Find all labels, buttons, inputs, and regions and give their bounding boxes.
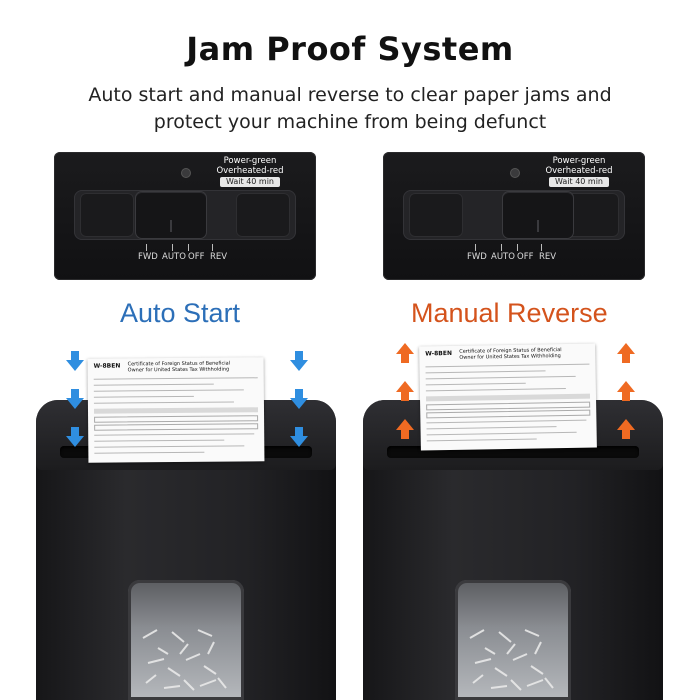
- label-off: OFF: [517, 252, 534, 262]
- document-sheet-auto: W-8BEN Certificate of Foreign Status of …: [87, 357, 265, 463]
- indicator-legend: Power-green Overheated-red Wait 40 min: [523, 156, 635, 187]
- arrow-up-icon: [617, 343, 635, 363]
- arrow-down-icon: [66, 427, 84, 447]
- headline: Jam Proof System: [186, 30, 514, 68]
- arrow-down-icon: [66, 389, 84, 409]
- label-auto: AUTO: [491, 252, 515, 262]
- status-led-icon: [182, 169, 190, 177]
- arrow-up-icon: [617, 381, 635, 401]
- subheadline-line-2: protect your machine from being defunct: [153, 111, 547, 133]
- indicator-legend: Power-green Overheated-red Wait 40 min: [194, 156, 306, 187]
- label-fwd: FWD: [467, 252, 487, 262]
- indicator-power: Power-green: [552, 156, 606, 166]
- label-rev: REV: [210, 252, 228, 262]
- switch-segment-fwd: [80, 193, 134, 237]
- arrow-down-icon: [290, 351, 308, 371]
- mode-switch[interactable]: [74, 190, 296, 240]
- control-panel-auto: Power-green Overheated-red Wait 40 min F…: [54, 152, 316, 280]
- label-auto: AUTO: [162, 252, 186, 262]
- switch-segment-rev: [236, 193, 290, 237]
- indicator-wait: Wait 40 min: [549, 177, 609, 187]
- indicator-wait: Wait 40 min: [220, 177, 280, 187]
- indicator-overheat: Overheated-red: [216, 166, 284, 176]
- bin-window: [455, 580, 571, 700]
- arrow-up-icon: [617, 419, 635, 439]
- form-number: W-8BEN: [93, 362, 121, 370]
- subheadline: Auto start and manual reverse to clear p…: [60, 82, 640, 136]
- switch-knob[interactable]: [136, 192, 206, 238]
- form-title: Certificate of Foreign Status of Benefic…: [459, 347, 562, 361]
- status-led-icon: [511, 169, 519, 177]
- arrow-down-icon: [290, 389, 308, 409]
- document-sheet-reverse: W-8BEN Certificate of Foreign Status of …: [419, 343, 597, 451]
- arrow-up-icon: [396, 419, 414, 439]
- label-rev: REV: [539, 252, 557, 262]
- arrow-down-icon: [66, 351, 84, 371]
- arrow-up-icon: [396, 381, 414, 401]
- arrow-up-icon: [396, 343, 414, 363]
- switch-ticks: [471, 244, 551, 252]
- form-title: Certificate of Foreign Status of Benefic…: [127, 360, 231, 374]
- switch-ticks: [142, 244, 222, 252]
- arrow-down-icon: [290, 427, 308, 447]
- switch-segment-fwd: [409, 193, 463, 237]
- switch-segment-rev: [565, 193, 619, 237]
- mode-label-manual-reverse: Manual Reverse: [411, 298, 608, 328]
- indicator-overheat: Overheated-red: [545, 166, 613, 176]
- form-number: W-8BEN: [425, 349, 453, 358]
- mode-switch[interactable]: [403, 190, 625, 240]
- indicator-power: Power-green: [223, 156, 277, 166]
- mode-label-auto-start: Auto Start: [120, 298, 241, 328]
- subheadline-line-1: Auto start and manual reverse to clear p…: [88, 84, 612, 106]
- shredded-paper-icon: [142, 629, 227, 691]
- switch-knob[interactable]: [503, 192, 573, 238]
- label-off: OFF: [188, 252, 205, 262]
- bin-window: [128, 580, 244, 700]
- shredded-paper-icon: [469, 629, 554, 691]
- label-fwd: FWD: [138, 252, 158, 262]
- control-panel-reverse: Power-green Overheated-red Wait 40 min F…: [383, 152, 645, 280]
